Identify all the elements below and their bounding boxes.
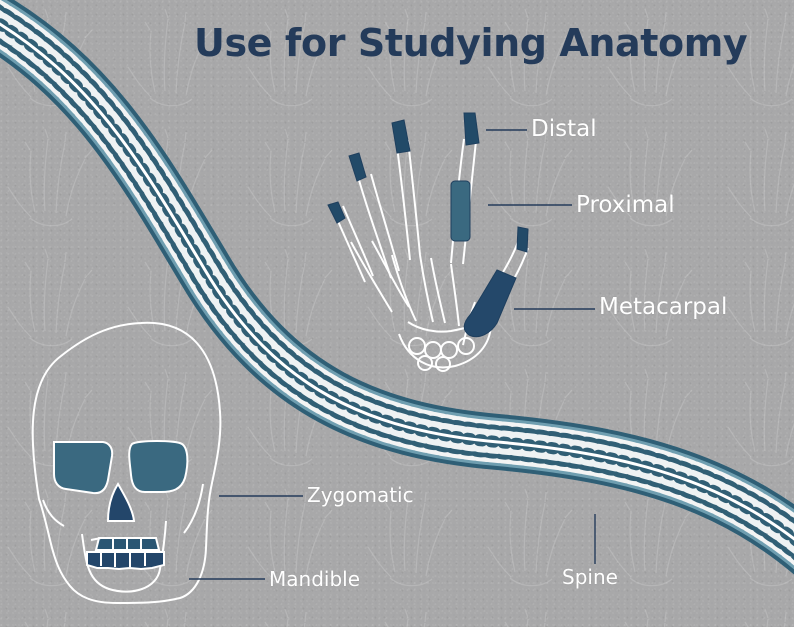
skull [31, 321, 222, 605]
spine-column [0, 0, 794, 575]
page-title: Use for Studying Anatomy [194, 21, 748, 65]
spine-label: Spine [562, 565, 618, 589]
proximal-label: Proximal [576, 192, 675, 218]
mandible-label: Mandible [269, 567, 360, 591]
label-leaders [189, 129, 596, 580]
distal-label: Distal [531, 116, 597, 142]
metacarpal-label: Metacarpal [599, 294, 728, 320]
hand-highlighted-bones [327, 112, 529, 338]
zygomatic-label: Zygomatic [307, 483, 414, 507]
hand-skeleton [327, 112, 529, 372]
